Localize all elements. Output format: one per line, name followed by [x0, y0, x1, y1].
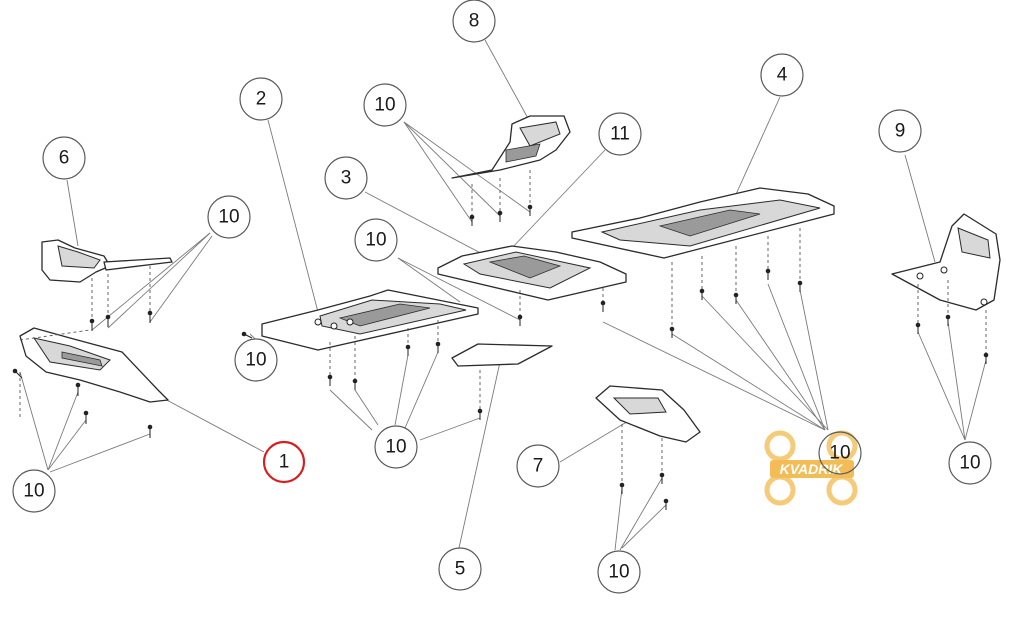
svg-text:10: 10: [385, 437, 406, 458]
callout-3: 3: [324, 156, 368, 200]
watermark-text: KVADRIK: [780, 461, 844, 477]
callout-10-e: 10: [12, 469, 56, 513]
part-4-skid-plate: [571, 187, 835, 338]
part-6-guard: [41, 239, 173, 331]
callout-6: 6: [42, 136, 86, 180]
callout-10-c: 10: [354, 218, 398, 262]
callout-10-d: 10: [234, 338, 278, 382]
svg-text:10: 10: [374, 95, 395, 116]
svg-text:10: 10: [959, 453, 980, 474]
svg-text:5: 5: [455, 559, 466, 580]
svg-text:3: 3: [341, 168, 352, 189]
callout-7: 7: [516, 444, 560, 488]
svg-text:4: 4: [777, 65, 788, 86]
callout-9: 9: [878, 109, 922, 153]
svg-text:7: 7: [533, 456, 544, 477]
callout-4: 4: [760, 53, 804, 97]
callout-10-i: 10: [948, 441, 992, 485]
callout-11: 11: [598, 112, 642, 156]
svg-text:10: 10: [829, 443, 850, 464]
callout-10-b: 10: [363, 83, 407, 127]
svg-text:8: 8: [469, 11, 480, 32]
svg-text:2: 2: [256, 89, 267, 110]
part-2-skid-plate: [241, 289, 479, 390]
kvadrik-watermark-logo: KVADRIK: [764, 430, 858, 506]
callout-1: 1: [262, 440, 306, 484]
callout-10-g: 10: [818, 431, 862, 475]
svg-text:9: 9: [895, 121, 906, 142]
part-1-guard: [12, 327, 169, 438]
part-7-guard: [595, 385, 701, 510]
leader-lines: [19, 39, 987, 551]
svg-text:10: 10: [608, 562, 629, 583]
callout-10-h: 10: [597, 550, 641, 594]
svg-text:1: 1: [279, 452, 290, 473]
part-5-plate: [451, 343, 553, 420]
callout-2: 2: [239, 77, 283, 121]
callout-10-a: 10: [207, 195, 251, 239]
svg-text:10: 10: [218, 207, 239, 228]
part-8-guard: [451, 115, 571, 226]
svg-text:6: 6: [59, 148, 70, 169]
callout-10-f: 10: [374, 425, 418, 469]
part-3-skid-plate: [437, 245, 627, 326]
svg-text:10: 10: [365, 230, 386, 251]
svg-text:10: 10: [245, 350, 266, 371]
callout-8: 8: [452, 0, 496, 43]
svg-text:11: 11: [610, 124, 630, 145]
svg-text:10: 10: [23, 481, 44, 502]
callout-5: 5: [438, 547, 482, 591]
part-9-guard: [891, 213, 1001, 364]
